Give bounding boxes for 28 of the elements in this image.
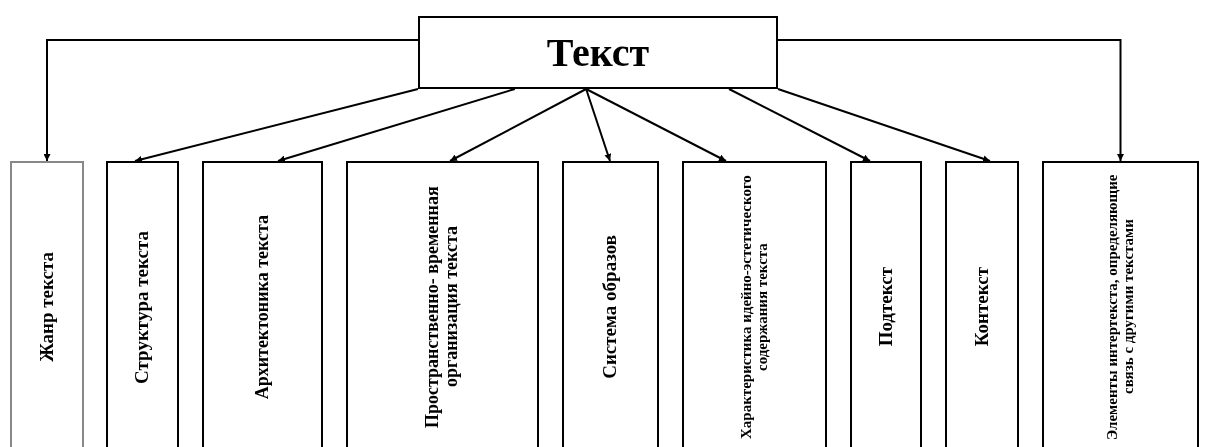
arrow — [277, 88, 516, 163]
category-label: Подтекст — [875, 267, 897, 347]
category-label: Характеристика идейно-эстетического содержания текста — [738, 174, 771, 441]
category-box — [106, 161, 179, 447]
category-label: Элементы интертекста, определяющие связь с другими текстами — [1104, 173, 1137, 442]
category-box — [850, 161, 922, 447]
category-label: Контекст — [971, 267, 993, 347]
arrow — [585, 88, 727, 162]
category-box — [1042, 161, 1199, 447]
category-box — [562, 161, 659, 447]
category-box — [346, 161, 539, 447]
category-label: Пространственно- временная организация текста — [423, 185, 462, 430]
arrow — [777, 39, 1124, 162]
category-label: Жанр текста — [36, 252, 58, 362]
arrow — [777, 88, 991, 163]
category-box — [202, 161, 323, 447]
arrow — [449, 88, 588, 162]
category-label: Архитектоника текста — [252, 214, 273, 400]
title-box: Текст — [418, 16, 778, 89]
arrow — [728, 88, 871, 162]
category-label: Структура текста — [132, 230, 153, 384]
arrow — [134, 88, 419, 163]
category-label: Система образов — [600, 235, 621, 379]
arrow — [43, 39, 419, 162]
arrow — [585, 88, 612, 162]
category-box — [682, 161, 827, 447]
category-box — [10, 161, 84, 447]
category-box — [945, 161, 1019, 447]
